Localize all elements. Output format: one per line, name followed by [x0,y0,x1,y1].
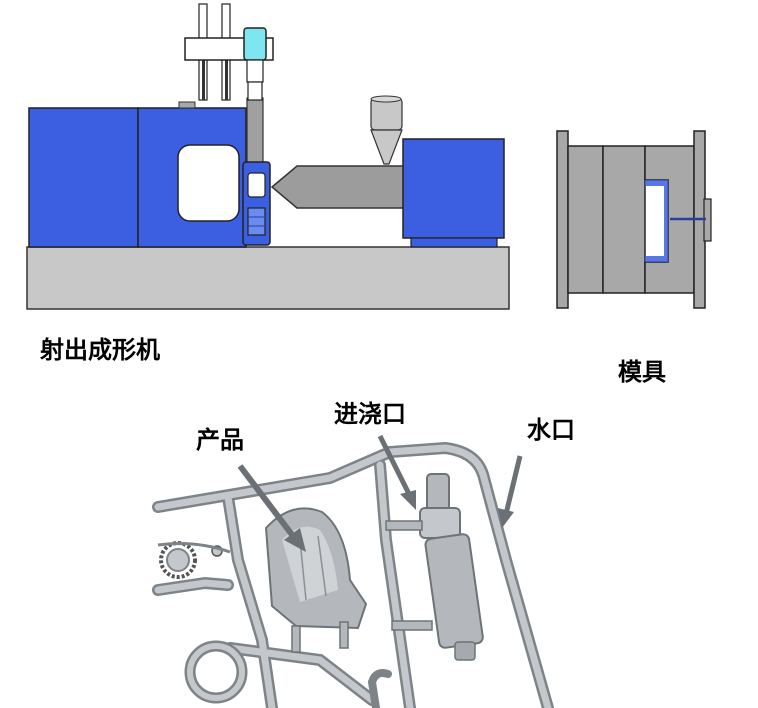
drive-unit [402,138,505,239]
gate-stub-upper [385,520,423,531]
hopper-top [370,97,403,131]
machine-base [26,246,510,310]
runner-tree [152,441,554,708]
nozzle-neck [246,59,264,83]
nozzle-neck-lower [247,81,263,101]
platen-window-bottom [247,207,266,236]
mold [556,130,712,309]
top-rod-right-inner [225,60,228,100]
mold-label: 模具 [618,358,666,386]
barrel-nozzle [270,165,406,209]
mold-left-plate [556,130,569,309]
injection-machine-label: 射出成形机 [40,336,160,364]
hook-part [367,669,392,708]
gear-part [159,541,197,579]
product-label: 产品 [196,426,244,454]
cylinder-part [419,473,484,661]
nozzle-column [246,97,264,165]
gate-stub-lower [391,620,433,631]
platen-window-top [247,172,266,198]
product-arrow [237,464,299,542]
machine-window [177,144,240,222]
runner-arrow [503,455,523,515]
mold-cavity [645,180,668,262]
hopper-funnel [370,129,403,165]
mold-middle-block [602,145,646,294]
gate-arrow [377,434,413,498]
cyan-nozzle-cap [243,27,267,61]
injection-molding-machine [26,3,510,310]
top-rod-left-inner [202,60,205,100]
gate-label: 进浇口 [334,400,406,428]
callout-arrows [237,434,523,552]
machine-top-knob [178,101,196,109]
runner-label: 水口 [527,416,575,444]
drive-unit-foot [410,237,498,248]
mold-left-block [567,145,604,294]
machine-body-left [28,107,139,248]
